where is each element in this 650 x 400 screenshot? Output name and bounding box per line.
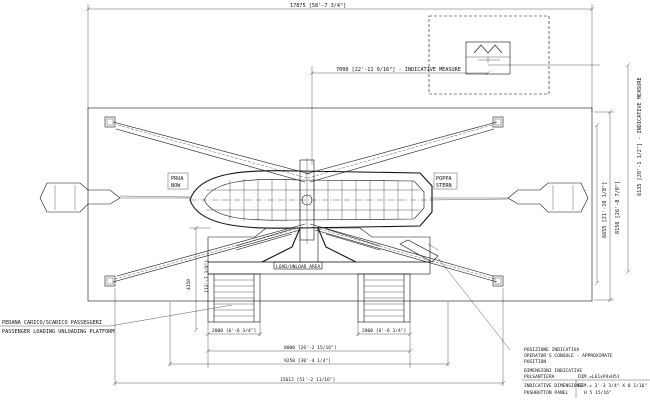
dim-right: 6135 [20'-1 1/2"] - INDICATIVE MEASURE 8…	[594, 62, 643, 303]
pushbutton-dims-en2-text: H 5 15/16"	[584, 390, 612, 396]
stern-en-text: STERN	[436, 183, 452, 189]
gondola-left	[39, 182, 191, 213]
operator-en-text: POSITION	[524, 359, 546, 365]
dim-right-text: 6135 [20'-1 1/2"] - INDICATIVE MEASURE	[637, 77, 643, 196]
dim-base-width-text: 15612 [51'-2 11/16"]	[280, 377, 335, 383]
dim-center-width-text: 8000 [26'-2 15/16"]	[284, 345, 337, 351]
stairs-left	[207, 273, 261, 323]
dim-overall-width-text: 17875 [58'-7 3/4"]	[290, 3, 346, 9]
bow-it-text: PRUA	[171, 176, 184, 182]
pushbutton-dims-en-text: DIM.= 3'-3 3/4" X 0 1/16"	[578, 383, 647, 389]
pushbutton-it2-text: PULSANTIERA	[524, 374, 555, 380]
stern-it-text: POPPA	[436, 176, 452, 182]
pushbutton-it-text: DIMENSIONI INDICATIVE	[524, 368, 582, 374]
dim-indicative-top-text: 7000 [22'-11 9/16"] - INDICATIVE MEASURE	[336, 67, 461, 73]
dim-overall-width: 17875 [58'-7 3/4"]	[85, 3, 595, 112]
platform-it-text: PEDANA CARICO/SCARICO PASSEGGERI	[2, 320, 102, 326]
load-area-text: LOAD/UNLOAD AREA	[276, 264, 320, 270]
stairs-right	[357, 273, 411, 323]
operator-notes: POSIZIONE INDICATIVA OPERATOR'S CONSOLE …	[437, 257, 650, 398]
pushbutton-dims-it-text: DIM.=L61xP4xH51	[578, 374, 620, 380]
dim-height-outer-text: 8150 [26'-8 7/8"]	[615, 181, 621, 234]
dim-height-inner-text: 6655 [21'-10 1/8"]	[602, 182, 608, 238]
bow-label: PRUA BOW	[167, 172, 189, 190]
pushbutton-en2-text: PUSHBUTTON PANEL	[524, 390, 568, 396]
stern-label: POPPA STERN	[433, 172, 458, 190]
operator-console-box	[428, 15, 600, 95]
boat-hull	[189, 170, 433, 229]
platform-callout: PEDANA CARICO/SCARICO PASSEGGERI PASSENG…	[0, 304, 233, 335]
swing-arms	[112, 121, 498, 283]
gondola-right	[429, 182, 589, 213]
platform-en-text: PASSENGER LOADING UNLOADING PLATFORM	[2, 329, 114, 335]
dim-bottom: 2000 [6'-6 3/4"] 2000 [6'-6 3/4"] 8000 […	[112, 288, 506, 386]
dim-indicative-top: 7000 [22'-11 9/16"] - INDICATIVE MEASURE	[309, 66, 491, 165]
dim-left-height-text: 4150	[186, 279, 192, 290]
center-pivot	[299, 158, 315, 244]
dim-bottom-left-text: 2000 [6'-6 3/4"]	[212, 328, 256, 334]
bow-en-text: BOW	[171, 183, 181, 189]
pushbutton-en-text: INDICATIVE DIMENSIONS	[524, 383, 582, 389]
dim-platform-width-text: 9250 [30'-4 1/4"]	[284, 358, 331, 364]
base-frame	[87, 107, 593, 302]
loading-platform: LOAD/UNLOAD AREA	[207, 227, 439, 275]
operator-it-text: POSIZIONE INDICATIVA	[524, 347, 580, 353]
dim-bottom-right-text: 2000 [6'-6 3/4"]	[362, 328, 406, 334]
dim-left-height-imperial: [13'-7 3/8"]	[204, 260, 210, 293]
dim-left-height: 4150 [13'-7 3/8"]	[186, 225, 210, 333]
operator-it2-text: OPERATOR'S CONSOLE - APPROXIMATE	[524, 353, 613, 359]
